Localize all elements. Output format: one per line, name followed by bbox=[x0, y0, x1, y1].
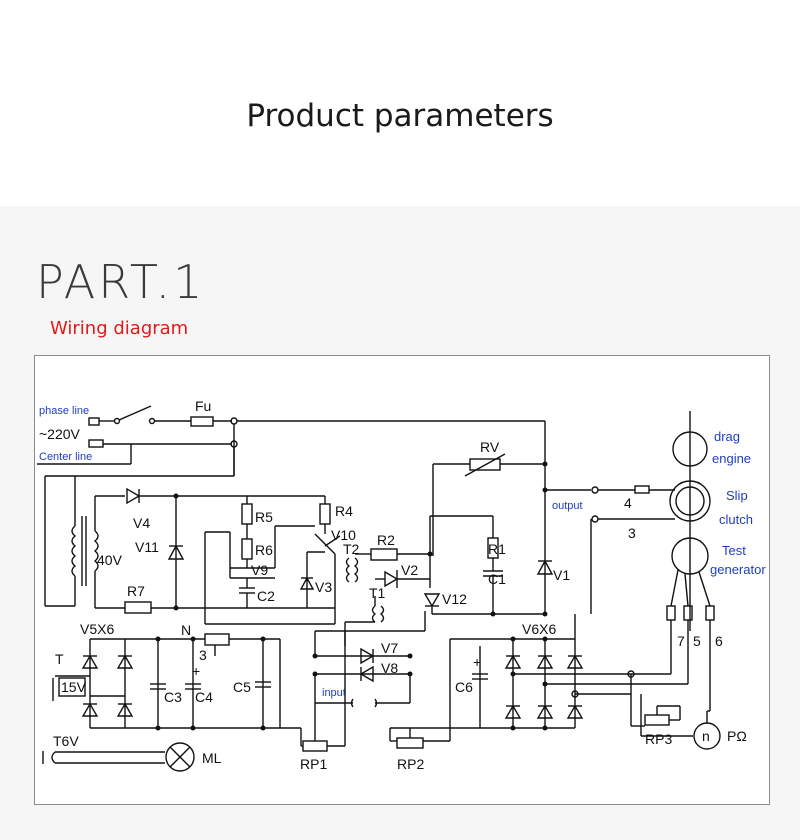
label-t6v: T6V bbox=[53, 733, 79, 749]
label-center-line: Center line bbox=[39, 451, 92, 463]
label-r1: R1 bbox=[488, 541, 506, 557]
label-plus-c6: + bbox=[473, 654, 481, 670]
label-rp2: RP2 bbox=[397, 756, 424, 772]
label-rp1: RP1 bbox=[300, 756, 327, 772]
label-c4: C4 bbox=[195, 689, 213, 705]
label-slip: Slip bbox=[726, 488, 748, 503]
label-clutch: clutch bbox=[719, 512, 753, 527]
label-t: T bbox=[55, 651, 64, 667]
label-r5: R5 bbox=[255, 509, 273, 525]
part-title: PART.1 bbox=[36, 255, 206, 309]
part-subtitle: Wiring diagram bbox=[50, 318, 189, 339]
indicator-lamp bbox=[42, 742, 195, 772]
label-v1: V1 bbox=[553, 567, 570, 583]
label-voltage: ~220V bbox=[39, 426, 81, 442]
label-r2: R2 bbox=[377, 532, 395, 548]
label-c2: C2 bbox=[257, 588, 275, 604]
label-v8: V8 bbox=[381, 660, 398, 676]
motor-assembly bbox=[666, 411, 715, 711]
rp2 bbox=[396, 737, 424, 749]
label-input: input bbox=[322, 687, 346, 699]
test-generator-symbol bbox=[671, 537, 709, 575]
label-r6: R6 bbox=[255, 542, 273, 558]
lamp-ml bbox=[165, 742, 195, 772]
label-v3: V3 bbox=[315, 579, 332, 595]
mains-input bbox=[37, 405, 546, 607]
label-v12: V12 bbox=[442, 591, 467, 607]
rp1 bbox=[302, 740, 328, 752]
label-phase-line: phase line bbox=[39, 405, 89, 417]
drag-engine-symbol bbox=[672, 431, 708, 467]
label-c5: C5 bbox=[233, 679, 251, 695]
output-connector bbox=[545, 485, 675, 614]
label-engine: engine bbox=[712, 451, 751, 466]
label-drag: drag bbox=[714, 429, 740, 444]
label-r4: R4 bbox=[335, 503, 353, 519]
label-r7: R7 bbox=[127, 583, 145, 599]
fuse bbox=[190, 416, 214, 427]
wiring-diagram: phase line ~220V Center line Fu RV outpu… bbox=[34, 355, 770, 805]
label-output: output bbox=[552, 500, 583, 512]
label-v9: V9 bbox=[251, 562, 268, 578]
label-v2: V2 bbox=[401, 562, 418, 578]
transformer bbox=[71, 476, 125, 609]
label-t2: T2 bbox=[343, 541, 360, 557]
mains-switch bbox=[118, 405, 152, 421]
label-15v: 15V bbox=[61, 679, 87, 695]
page-title: Product parameters bbox=[246, 98, 554, 134]
aux-supply bbox=[124, 487, 325, 614]
label-ml: ML bbox=[202, 750, 222, 766]
circuit-svg: phase line ~220V Center line Fu RV outpu… bbox=[37, 398, 766, 772]
label-term-5: 5 bbox=[693, 633, 701, 649]
label-v10: V10 bbox=[331, 527, 356, 543]
input-section bbox=[279, 611, 450, 752]
header-band bbox=[0, 0, 800, 206]
label-40v: 40V bbox=[97, 552, 123, 568]
label-v4: V4 bbox=[133, 515, 150, 531]
rv-varistor bbox=[432, 453, 548, 556]
thyristor-section bbox=[205, 515, 493, 646]
v6x6-bridge bbox=[449, 614, 721, 750]
rp3 bbox=[644, 714, 670, 726]
label-rp3: RP3 bbox=[645, 731, 672, 747]
label-term-7: 7 bbox=[677, 633, 685, 649]
label-motor-n: n bbox=[702, 728, 710, 744]
label-plus-c4: + bbox=[192, 663, 200, 679]
label-term-4: 4 bbox=[624, 495, 632, 511]
label-v11: V11 bbox=[135, 539, 159, 555]
slip-clutch-symbol bbox=[669, 480, 711, 522]
label-v7: V7 bbox=[381, 640, 398, 656]
trigger-network bbox=[204, 496, 335, 624]
label-pomega: PΩ bbox=[727, 728, 747, 744]
output-stage bbox=[432, 516, 554, 617]
label-t1: T1 bbox=[369, 585, 386, 601]
label-term-6: 6 bbox=[715, 633, 723, 649]
r4-v10-network bbox=[299, 496, 341, 624]
label-term-3: 3 bbox=[628, 525, 636, 541]
label-fuse: Fu bbox=[195, 398, 211, 414]
label-n3: 3 bbox=[199, 647, 207, 663]
diagram-labels: phase line ~220V Center line Fu RV outpu… bbox=[39, 398, 766, 772]
label-c6: C6 bbox=[455, 679, 473, 695]
label-c1: C1 bbox=[488, 571, 506, 587]
v5x6-bridge bbox=[52, 633, 280, 731]
label-v5x6: V5X6 bbox=[80, 621, 114, 637]
label-c3: C3 bbox=[164, 689, 182, 705]
label-generator: generator bbox=[710, 562, 766, 577]
label-v6x6: V6X6 bbox=[522, 621, 556, 637]
label-test: Test bbox=[722, 543, 746, 558]
label-rv: RV bbox=[480, 439, 500, 455]
label-n: N bbox=[181, 622, 191, 638]
